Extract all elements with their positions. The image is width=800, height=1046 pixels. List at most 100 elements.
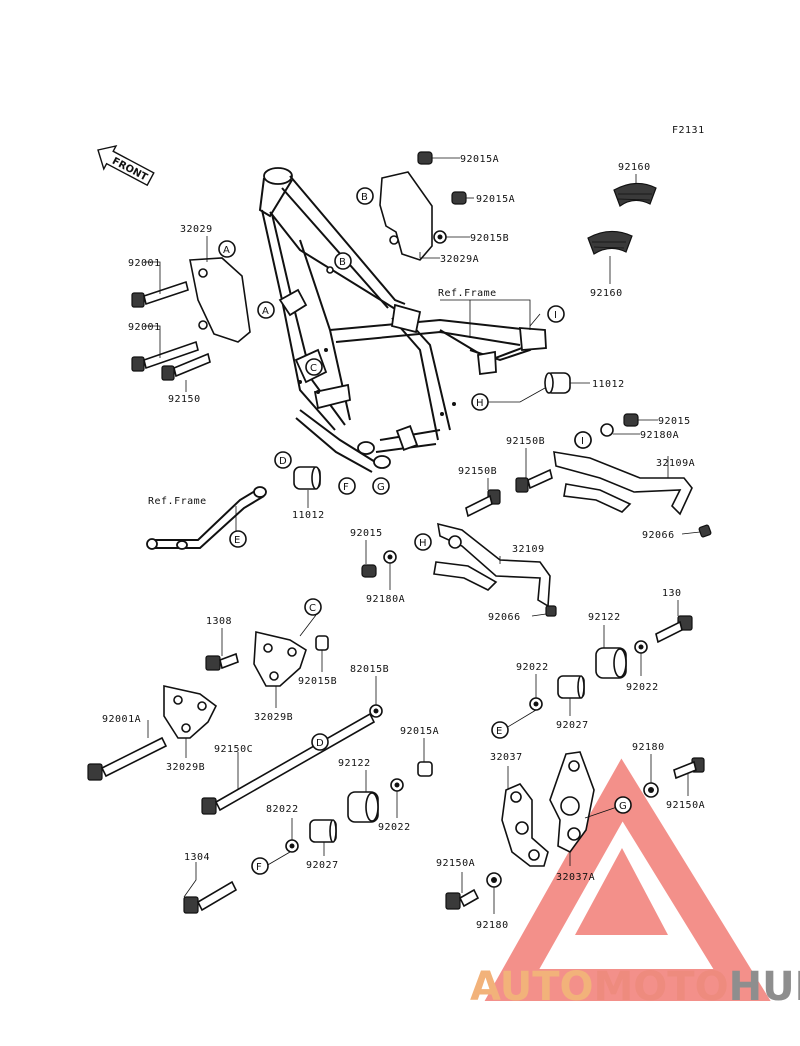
label-92015B-1: 92015B — [470, 233, 509, 244]
label-92150A-1: 92150A — [666, 800, 705, 811]
callout-B-1: B — [356, 187, 374, 205]
label-1308: 1308 — [206, 616, 232, 627]
label-92015-1: 92015 — [658, 416, 691, 427]
ref-frame-label-1: Ref.Frame — [438, 288, 497, 299]
spacer-11012-right — [544, 372, 571, 394]
callout-F-1: F — [338, 477, 356, 495]
svg-text:D: D — [279, 456, 287, 467]
watermark-hub: HUB — [729, 964, 800, 1010]
label-92001A: 92001A — [102, 714, 141, 725]
leader-lines — [144, 157, 701, 914]
bracket-32029A — [379, 171, 433, 261]
sleeve-92027-lower — [309, 819, 337, 843]
svg-text:H: H — [419, 538, 427, 549]
callout-D-1: D — [274, 451, 292, 469]
bolt-92150A-2 — [445, 888, 480, 910]
sleeve-92027-upper — [557, 675, 585, 699]
pin-92066-1 — [698, 524, 712, 538]
long-bolt-92001A — [87, 736, 168, 781]
collar-92122-upper — [595, 647, 627, 679]
front-arrow: FRONT — [97, 144, 155, 187]
collar-92160-lower — [587, 230, 633, 255]
label-92150: 92150 — [168, 394, 201, 405]
label-32037A: 32037A — [556, 872, 595, 883]
watermark-triangle-icon — [484, 758, 771, 1001]
ref-frame-label-2: Ref.Frame — [148, 496, 207, 507]
nut-92015A-3 — [417, 761, 433, 777]
bolt-1304 — [183, 880, 238, 914]
callout-I-2: I — [574, 431, 592, 449]
bolt-92150 — [161, 352, 211, 381]
pin-92066-2 — [545, 605, 557, 617]
label-92150B-2: 92150B — [458, 466, 497, 477]
bracket-32037 — [501, 783, 549, 867]
svg-text:A: A — [223, 245, 230, 256]
washer-82022 — [285, 839, 299, 853]
label-92180A-2: 92180A — [366, 594, 405, 605]
callout-C-2: C — [304, 598, 322, 616]
svg-text:F: F — [343, 482, 349, 493]
callout-B-2: B — [334, 252, 352, 270]
label-32029B-1: 32029B — [254, 712, 293, 723]
callout-F-2: F — [251, 857, 269, 875]
bolt-92150B-2 — [465, 489, 501, 518]
label-92015A-1: 92015A — [460, 154, 499, 165]
nut-92015A-1 — [417, 151, 433, 165]
label-92022-2: 92022 — [626, 682, 659, 693]
nut-92015A-2 — [451, 191, 467, 205]
callout-H-1: H — [471, 393, 489, 411]
callout-I-1: I — [547, 305, 565, 323]
label-92122-1: 92122 — [588, 612, 621, 623]
label-130: 130 — [662, 588, 682, 599]
watermark-moto: MOTO — [594, 964, 729, 1010]
svg-text:G: G — [377, 482, 385, 493]
label-11012-2: 11012 — [292, 510, 325, 521]
svg-text:F: F — [256, 862, 262, 873]
part-labels: Ref.Frame Ref.Frame 92015A 92015A 92015B… — [102, 154, 705, 931]
svg-text:I: I — [554, 310, 557, 321]
bolt-92001-lower — [131, 340, 199, 372]
label-92150A-2: 92150A — [436, 858, 475, 869]
watermark-logo — [484, 758, 771, 1001]
label-32029B-2: 32029B — [166, 762, 205, 773]
callout-C-1: C — [305, 358, 323, 376]
svg-text:B: B — [361, 192, 368, 203]
callout-G-1: G — [372, 477, 390, 495]
label-32109A: 32109A — [656, 458, 695, 469]
label-92150B-1: 92150B — [506, 436, 545, 447]
label-92066-2: 92066 — [488, 612, 521, 623]
label-92015-2: 92015 — [350, 528, 383, 539]
bolt-92001-upper — [131, 280, 189, 308]
label-32037: 32037 — [490, 752, 523, 763]
footrest-arm-32109 — [433, 522, 551, 608]
label-92015A-2: 92015A — [476, 194, 515, 205]
label-92027-2: 92027 — [306, 860, 339, 871]
nut-92015-2 — [361, 564, 377, 578]
callout-A-2: A — [257, 301, 275, 319]
callout-H-2: H — [414, 533, 432, 551]
svg-text:I: I — [581, 436, 584, 447]
bolt-92150A-1 — [673, 757, 705, 780]
ref-frame-tube — [146, 486, 267, 550]
svg-text:A: A — [262, 306, 269, 317]
motorcycle-frame — [258, 167, 547, 473]
label-32029: 32029 — [180, 224, 213, 235]
bolt-130B — [205, 652, 239, 671]
callout-E-2: E — [491, 721, 509, 739]
label-92022-1: 92022 — [516, 662, 549, 673]
washer-92022-mid — [529, 697, 543, 711]
bolt-130 — [655, 615, 693, 644]
label-32109: 32109 — [512, 544, 545, 555]
label-82022: 82022 — [266, 804, 299, 815]
washer-92022-lower — [390, 778, 404, 792]
label-11012-1: 11012 — [592, 379, 625, 390]
label-92015A-3: 92015A — [400, 726, 439, 737]
label-92022-3: 92022 — [378, 822, 411, 833]
svg-text:G: G — [619, 801, 627, 812]
collar-92122-lower — [347, 791, 379, 823]
watermark-auto: AUTO — [470, 964, 594, 1010]
label-32029A: 32029A — [440, 254, 479, 265]
callout-E-1: E — [229, 530, 247, 548]
nut-92015B-2 — [315, 635, 329, 651]
